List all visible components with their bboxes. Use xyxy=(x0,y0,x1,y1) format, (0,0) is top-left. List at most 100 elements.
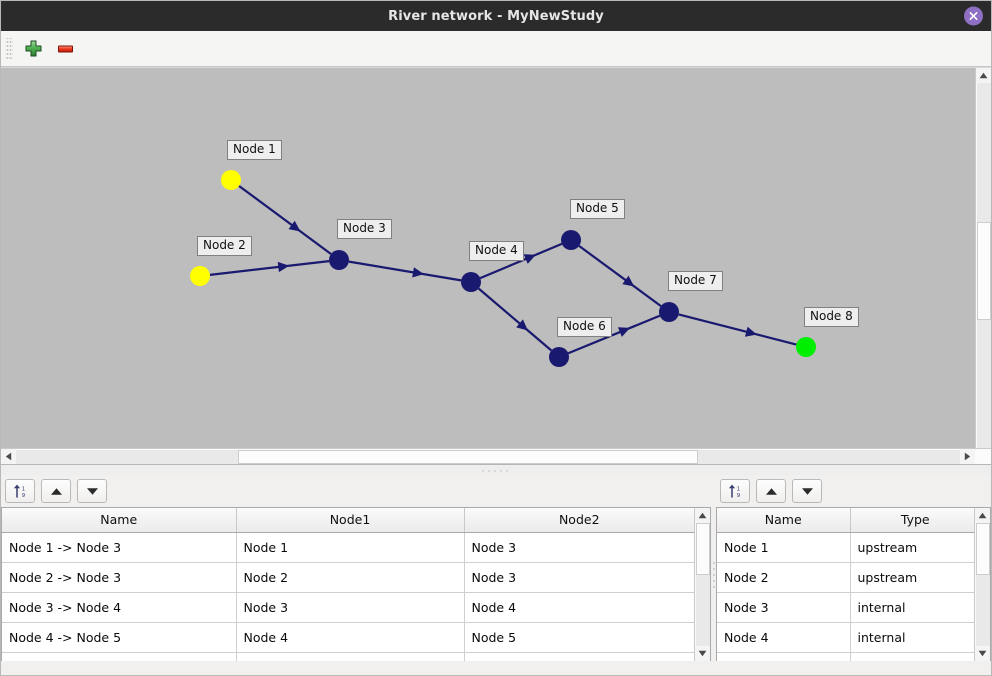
nodes-table-scrollbar[interactable] xyxy=(974,508,990,661)
edge-arrow-icon xyxy=(277,261,290,273)
column-header-name[interactable]: Name xyxy=(717,508,851,533)
triangle-up-icon xyxy=(978,512,987,519)
table-row[interactable]: Node 3 -> Node 4 Node 3 Node 4 xyxy=(2,592,694,623)
sort-reaches-button[interactable]: 1 9 xyxy=(5,479,35,503)
network-node-node-4[interactable] xyxy=(461,272,481,292)
column-header-name[interactable]: Name xyxy=(2,508,237,533)
column-header-type[interactable]: Type xyxy=(850,508,980,533)
network-node-node-6[interactable] xyxy=(549,347,569,367)
network-edge[interactable] xyxy=(238,185,332,255)
table-row[interactable]: Node 1 upstream xyxy=(717,532,980,563)
scroll-down-button[interactable] xyxy=(975,646,990,661)
horizontal-splitter[interactable] xyxy=(1,464,991,475)
column-header-node1[interactable]: Node1 xyxy=(236,508,465,533)
network-node-node-7[interactable] xyxy=(659,302,679,322)
column-header-node2[interactable]: Node2 xyxy=(464,508,694,533)
add-node-button[interactable] xyxy=(17,34,49,64)
cell-empty xyxy=(464,652,694,661)
nodes-scroll-thumb[interactable] xyxy=(976,523,990,575)
scroll-down-button[interactable] xyxy=(695,646,710,661)
move-reach-up-button[interactable] xyxy=(41,479,71,503)
network-canvas[interactable]: Node 1 Node 2 Node 3 Node 4 Node 5 Node 6 Node… xyxy=(1,67,991,464)
table-row-empty[interactable] xyxy=(717,652,980,661)
node-label-node-5[interactable]: Node 5 xyxy=(570,199,625,219)
network-edge[interactable] xyxy=(678,313,797,346)
cell-name: Node 2 -> Node 3 xyxy=(2,562,237,593)
cell-type: upstream xyxy=(850,532,980,563)
close-button[interactable] xyxy=(964,6,983,26)
svg-text:1: 1 xyxy=(737,486,741,492)
node-label-node-8[interactable]: Node 8 xyxy=(804,307,859,327)
network-edge[interactable] xyxy=(578,245,662,307)
network-edge[interactable] xyxy=(348,260,462,282)
network-edge[interactable] xyxy=(479,242,563,280)
table-row[interactable]: Node 1 -> Node 3 Node 1 Node 3 xyxy=(2,532,694,563)
canvas-vscroll-track[interactable] xyxy=(977,83,991,449)
cell-empty xyxy=(717,652,851,661)
nodes-table-wrapper[interactable]: Name Type Node 1 upstream Node 2 upstrea… xyxy=(716,507,991,661)
reaches-scroll-thumb[interactable] xyxy=(696,523,710,575)
scroll-left-button[interactable] xyxy=(1,449,16,464)
network-edge[interactable] xyxy=(477,287,553,352)
edge-arrow-icon xyxy=(617,327,631,337)
canvas-vscroll-thumb[interactable] xyxy=(977,222,991,320)
cell-name: Node 4 -> Node 5 xyxy=(2,622,237,653)
table-row[interactable]: Node 3 internal xyxy=(717,592,980,623)
network-edge[interactable] xyxy=(567,314,661,355)
network-node-node-3[interactable] xyxy=(329,250,349,270)
node-label-node-2[interactable]: Node 2 xyxy=(197,236,252,256)
node-label-node-6[interactable]: Node 6 xyxy=(557,317,612,337)
scroll-up-button[interactable] xyxy=(975,508,990,523)
node-label-node-7[interactable]: Node 7 xyxy=(668,271,723,291)
scroll-up-button[interactable] xyxy=(976,68,991,83)
edge-arrow-icon xyxy=(622,275,635,287)
sort-ascending-icon: 1 9 xyxy=(13,484,26,499)
triangle-down-icon xyxy=(86,487,98,495)
canvas-hscroll-thumb[interactable] xyxy=(238,450,698,464)
cell-node1: Node 1 xyxy=(236,532,465,563)
nodes-scroll-track[interactable] xyxy=(976,523,990,646)
network-node-node-5[interactable] xyxy=(561,230,581,250)
network-graph-svg xyxy=(190,170,816,367)
reaches-pane: 1 9 xyxy=(1,475,711,675)
node-label-node-3[interactable]: Node 3 xyxy=(337,219,392,239)
canvas-hscroll-track[interactable] xyxy=(16,450,960,464)
sort-nodes-button[interactable]: 1 9 xyxy=(720,479,750,503)
scroll-right-button[interactable] xyxy=(960,449,975,464)
triangle-up-icon xyxy=(698,512,707,519)
delete-node-button[interactable] xyxy=(49,34,81,64)
network-node-node-1[interactable] xyxy=(221,170,241,190)
reaches-table-wrapper[interactable]: Name Node1 Node2 Node 1 -> Node 3 Node 1… xyxy=(1,507,711,661)
move-reach-down-button[interactable] xyxy=(77,479,107,503)
table-row-empty[interactable] xyxy=(2,652,694,661)
toolbar-drag-handle[interactable] xyxy=(5,37,13,60)
network-edge[interactable] xyxy=(209,260,330,276)
cell-node2: Node 5 xyxy=(464,622,694,653)
network-node-node-8[interactable] xyxy=(796,337,816,357)
table-row[interactable]: Node 4 internal xyxy=(717,622,980,653)
node-label-node-1[interactable]: Node 1 xyxy=(227,140,282,160)
canvas-horizontal-scrollbar[interactable] xyxy=(1,448,991,464)
cell-name: Node 3 -> Node 4 xyxy=(2,592,237,623)
nodes-pane-footer xyxy=(716,661,991,675)
nodes-pane: 1 9 xyxy=(716,475,991,675)
nodes-table-header-row: Name Type xyxy=(717,508,980,533)
node-label-node-4[interactable]: Node 4 xyxy=(469,241,524,261)
title-bar: River network - MyNewStudy xyxy=(1,1,991,31)
move-node-down-button[interactable] xyxy=(792,479,822,503)
edge-arrow-icon xyxy=(412,267,424,278)
reaches-scroll-track[interactable] xyxy=(696,523,710,646)
move-node-up-button[interactable] xyxy=(756,479,786,503)
network-node-node-2[interactable] xyxy=(190,266,210,286)
plus-icon xyxy=(25,40,41,57)
table-row[interactable]: Node 2 -> Node 3 Node 2 Node 3 xyxy=(2,562,694,593)
vertical-splitter[interactable] xyxy=(711,475,716,675)
nodes-table-body: Node 1 upstream Node 2 upstream Node 3 i… xyxy=(717,532,980,661)
triangle-up-icon xyxy=(765,487,777,495)
table-row[interactable]: Node 2 upstream xyxy=(717,562,980,593)
scroll-up-button[interactable] xyxy=(695,508,710,523)
reaches-table-scrollbar[interactable] xyxy=(694,508,710,661)
table-row[interactable]: Node 4 -> Node 5 Node 4 Node 5 xyxy=(2,622,694,653)
network-diagram[interactable]: Node 1 Node 2 Node 3 Node 4 Node 5 Node 6 Node… xyxy=(1,68,961,464)
canvas-vertical-scrollbar[interactable] xyxy=(975,68,991,464)
